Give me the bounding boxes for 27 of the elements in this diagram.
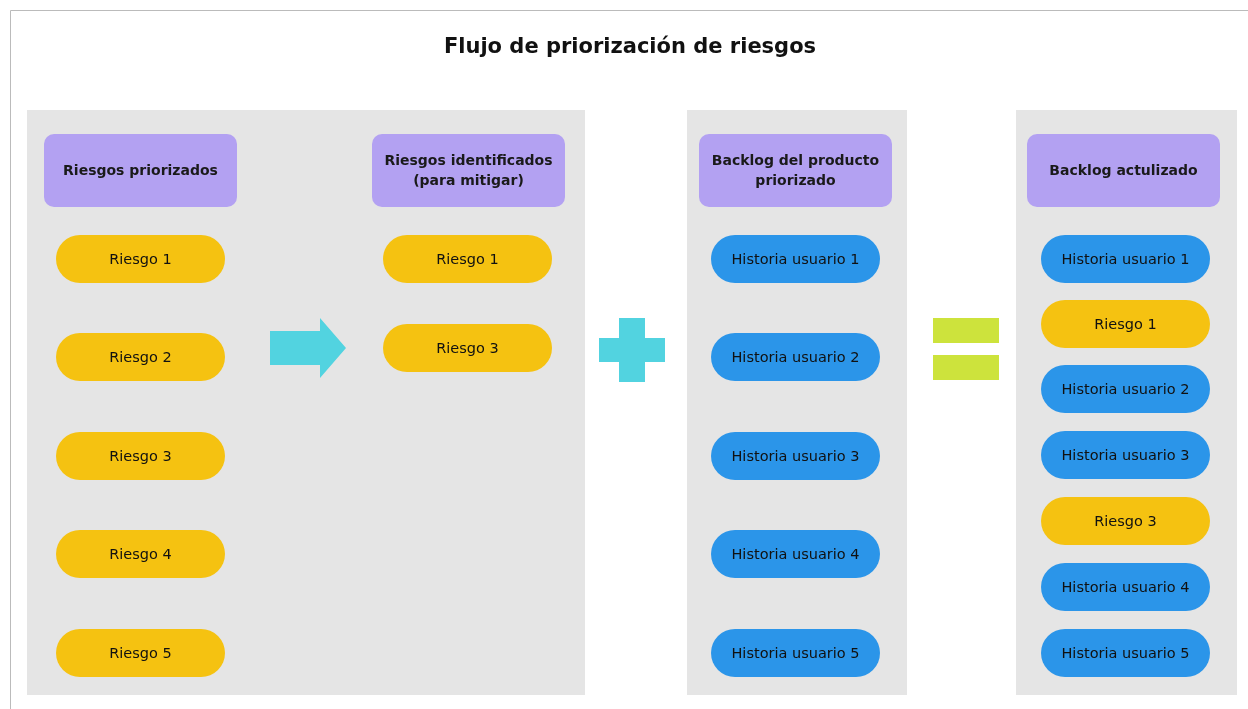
user-story-pill: Historia usuario 5 [711,629,880,677]
column-header: Backlog actulizado [1027,134,1220,207]
user-story-pill: Historia usuario 1 [1041,235,1210,283]
user-story-pill: Historia usuario 3 [711,432,880,480]
risk-pill: Riesgo 4 [56,530,225,578]
risk-pill: Riesgo 3 [383,324,552,372]
risk-pill: Riesgo 5 [56,629,225,677]
column-panel [27,110,585,695]
diagram-title: Flujo de priorización de riesgos [442,34,818,58]
column-panel [1016,110,1237,695]
user-story-pill: Historia usuario 2 [711,333,880,381]
user-story-pill: Historia usuario 3 [1041,431,1210,479]
risk-pill: Riesgo 3 [1041,497,1210,545]
user-story-pill: Historia usuario 2 [1041,365,1210,413]
user-story-pill: Historia usuario 1 [711,235,880,283]
risk-pill: Riesgo 3 [56,432,225,480]
risk-pill: Riesgo 1 [56,235,225,283]
risk-pill: Riesgo 1 [1041,300,1210,348]
column-panel [687,110,907,695]
risk-pill: Riesgo 1 [383,235,552,283]
column-header: Riesgos identificados (para mitigar) [372,134,565,207]
column-header: Backlog del producto priorizado [699,134,892,207]
column-header: Riesgos priorizados [44,134,237,207]
risk-pill: Riesgo 2 [56,333,225,381]
user-story-pill: Historia usuario 4 [711,530,880,578]
user-story-pill: Historia usuario 5 [1041,629,1210,677]
user-story-pill: Historia usuario 4 [1041,563,1210,611]
